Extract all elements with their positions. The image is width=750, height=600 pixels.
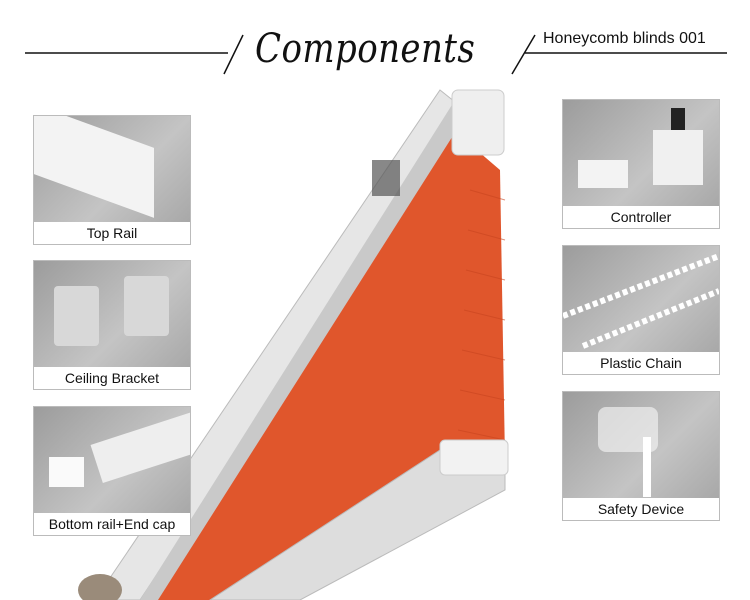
header-lines (25, 34, 727, 75)
bottom-rail-image (34, 407, 190, 513)
panel-ceiling-bracket: Ceiling Bracket (33, 260, 191, 390)
end-cap-bottom (439, 439, 509, 476)
cord-weight (78, 574, 122, 600)
controller-image (563, 100, 719, 206)
panel-label: Controller (610, 209, 672, 225)
top-rail-image (34, 116, 190, 222)
panel-controller: Controller (562, 99, 720, 229)
plastic-chain-image (563, 246, 719, 352)
panel-label: Bottom rail+End cap (48, 516, 176, 532)
end-cap-top (451, 89, 505, 156)
panel-label: Safety Device (597, 501, 685, 517)
panel-safety-device: Safety Device (562, 391, 720, 521)
ceiling-bracket-image (34, 261, 190, 367)
panel-label: Plastic Chain (600, 355, 682, 371)
panel-bottom-rail: Bottom rail+End cap (33, 406, 191, 536)
panel-label: Top Rail (86, 225, 138, 241)
bracket (372, 160, 400, 196)
safety-device-image (563, 392, 719, 498)
page-title: Components (255, 26, 476, 72)
product-subtitle: Honeycomb blinds 001 (543, 30, 706, 47)
panel-label: Ceiling Bracket (64, 370, 160, 386)
panel-top-rail: Top Rail (33, 115, 191, 245)
panel-plastic-chain: Plastic Chain (562, 245, 720, 375)
